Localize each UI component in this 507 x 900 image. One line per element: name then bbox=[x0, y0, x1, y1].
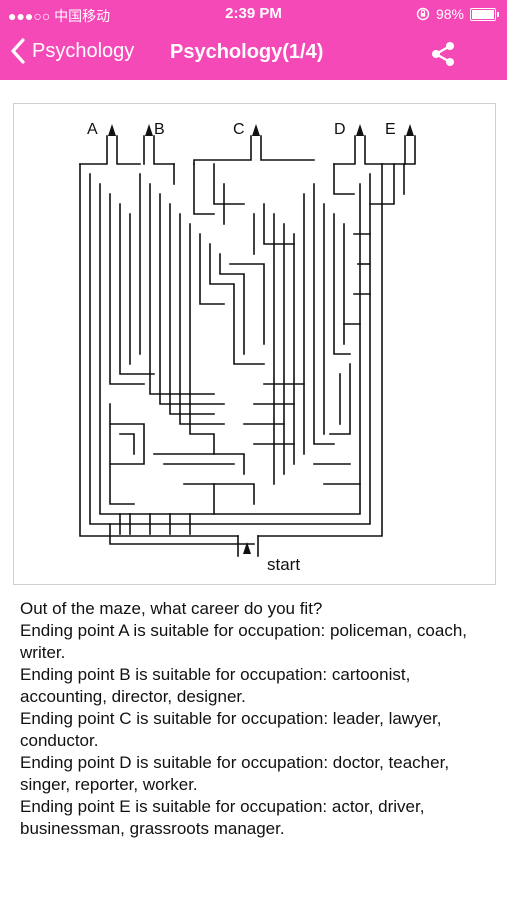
answer-b: Ending point B is suitable for occupatio… bbox=[20, 665, 411, 706]
arrow-up-icon bbox=[243, 542, 251, 554]
endpoint-label-d: D bbox=[334, 121, 346, 138]
status-time: 2:39 PM bbox=[225, 5, 282, 22]
battery-percent: 98% bbox=[435, 6, 464, 22]
maze-image: A B C D E start bbox=[13, 103, 496, 585]
answer-d: Ending point D is suitable for occupatio… bbox=[20, 753, 450, 794]
endpoint-label-a: A bbox=[87, 121, 98, 138]
carrier-info: ●●●○○ 中国移动 bbox=[8, 6, 110, 26]
start-label: start bbox=[267, 555, 300, 574]
back-button-label: Psychology bbox=[32, 39, 135, 62]
battery-icon bbox=[470, 7, 496, 21]
answer-a: Ending point A is suitable for occupatio… bbox=[20, 621, 468, 662]
endpoint-label-c: C bbox=[233, 121, 245, 138]
share-icon[interactable] bbox=[429, 40, 457, 68]
status-right: 98% bbox=[416, 6, 499, 22]
question-line: Out of the maze, what career do you fit? bbox=[20, 599, 323, 618]
chevron-left-icon bbox=[11, 38, 25, 64]
answer-e: Ending point E is suitable for occupatio… bbox=[20, 797, 425, 838]
arrow-up-icon bbox=[145, 124, 153, 136]
endpoint-label-b: B bbox=[154, 121, 165, 138]
article-text: Out of the maze, what career do you fit?… bbox=[20, 598, 490, 840]
endpoint-label-e: E bbox=[385, 121, 396, 138]
page-title: Psychology(1/4) bbox=[170, 41, 324, 63]
carrier-name: 中国移动 bbox=[54, 8, 111, 24]
arrow-up-icon bbox=[252, 124, 260, 136]
battery-tip bbox=[497, 11, 499, 17]
arrow-up-icon bbox=[406, 124, 414, 136]
answer-c: Ending point C is suitable for occupatio… bbox=[20, 709, 442, 750]
signal-strength: ●●●○○ bbox=[8, 8, 51, 24]
navigation-bar: Psychology Psychology(1/4) bbox=[0, 28, 507, 80]
status-bar: ●●●○○ 中国移动 2:39 PM 98% bbox=[0, 0, 507, 28]
arrow-up-icon bbox=[108, 124, 116, 136]
maze-walls bbox=[79, 135, 416, 557]
arrow-up-icon bbox=[356, 124, 364, 136]
maze-drawing: A B C D E start bbox=[79, 121, 416, 574]
orientation-lock-icon bbox=[416, 7, 430, 21]
back-button[interactable]: Psychology bbox=[10, 38, 134, 64]
